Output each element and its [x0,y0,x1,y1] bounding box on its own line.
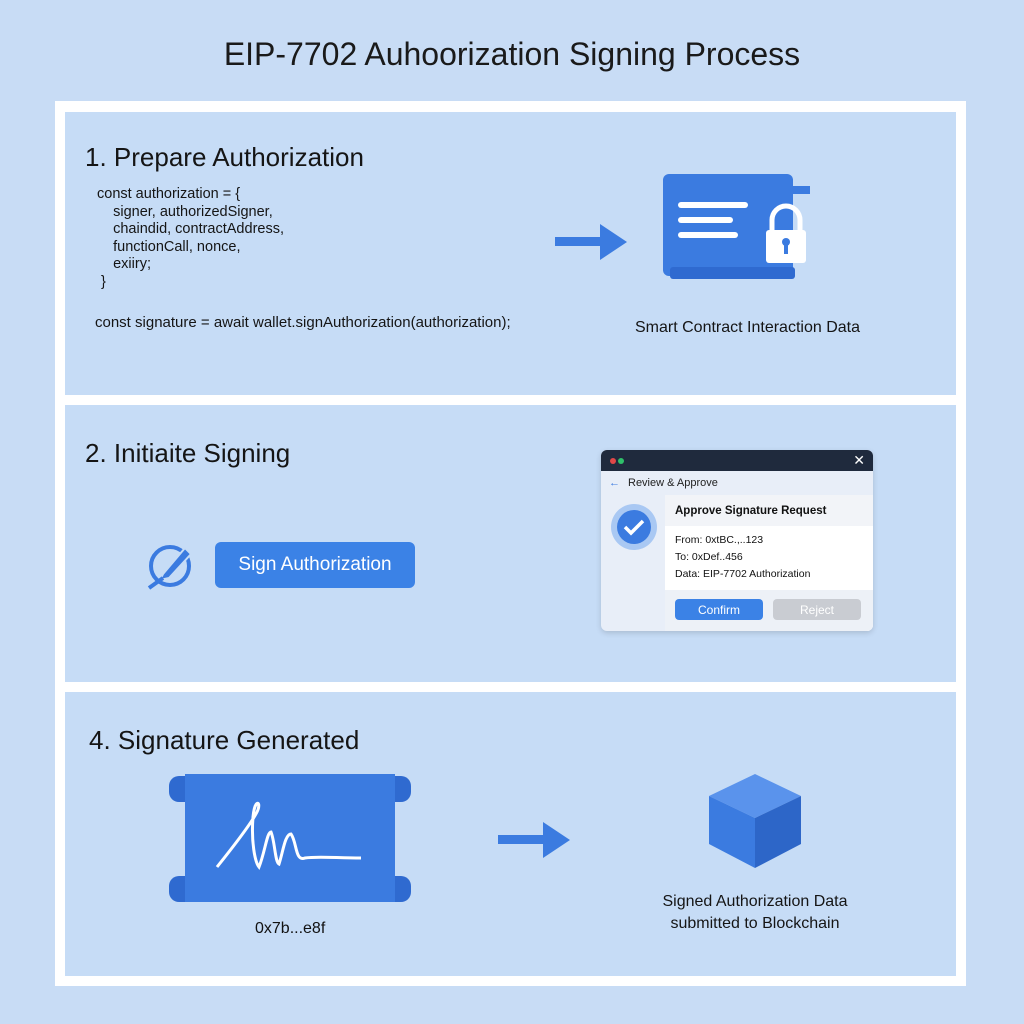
arrow-right-icon [498,822,570,858]
step1-caption: Smart Contract Interaction Data [635,319,860,336]
step-signature-panel: 4. Signature Generated 0x7b...e8f Signed… [65,692,956,976]
dialog-content: Approve Signature Request From: 0xtBC.,.… [665,495,873,631]
signature-scroll-icon [169,774,411,902]
approve-dialog: ✕ ← Review & Approve Approve Signature Re… [601,450,873,631]
dialog-nav-title: Review & Approve [628,477,718,489]
step-initiate-panel: 2. Initiaite Signing Sign Authorization … [65,405,956,682]
data-field: Data: EIP-7702 Authorization [675,568,811,580]
step-heading: 4. Signature Generated [89,725,360,755]
step-prepare-panel: 1. Prepare Authorization const authoriza… [65,112,956,395]
code-block: const authorization = { signer, authoriz… [97,186,284,290]
pen-sign-icon [147,545,193,590]
reject-button[interactable]: Reject [773,599,861,620]
close-icon[interactable]: ✕ [853,452,865,468]
caption-line1: Signed Authorization Data [662,893,848,910]
code-call: const signature = await wallet.signAutho… [95,314,511,331]
step-heading: 1. Prepare Authorization [85,142,364,172]
locked-document-icon [663,174,810,279]
caption-line2: submitted to Blockchain [670,915,840,932]
to-field: To: 0xDef..456 [675,551,743,563]
page-title: EIP-7702 Auhoorization Signing Process [223,36,801,72]
arrow-right-icon [555,224,627,260]
check-badge-icon [611,504,657,550]
dialog-header: Approve Signature Request [665,495,873,526]
back-arrow-icon[interactable]: ← [609,477,620,489]
from-field: From: 0xtBC.,..123 [675,534,764,546]
maximize-dot[interactable] [618,458,624,464]
dialog-titlebar: ✕ [601,450,873,471]
blockchain-cube-icon [709,774,801,868]
sign-authorization-button[interactable]: Sign Authorization [215,542,415,588]
close-dot[interactable] [610,458,616,464]
step-heading: 2. Initiaite Signing [85,438,291,468]
confirm-button[interactable]: Confirm [675,599,763,620]
signature-value: 0x7b...e8f [255,920,326,937]
